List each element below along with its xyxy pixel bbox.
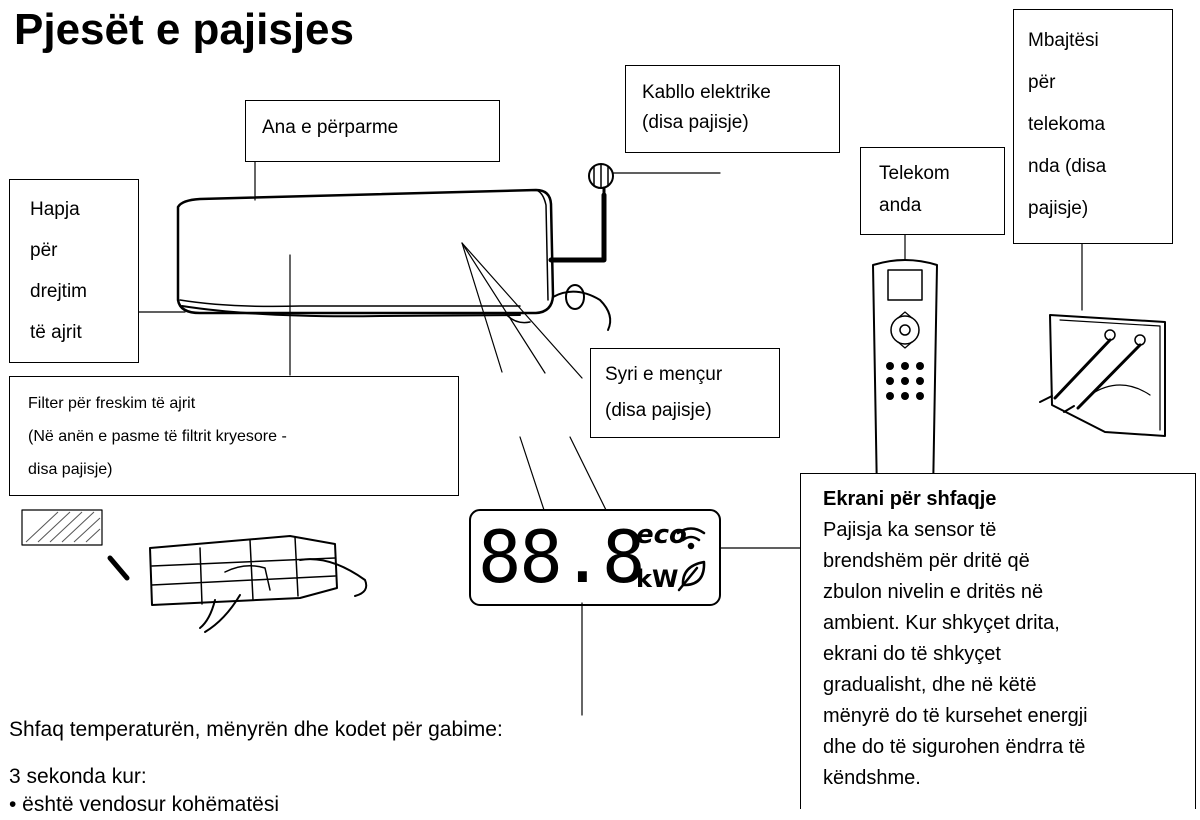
filter-hatch bbox=[25, 511, 101, 543]
remote-label: Telekom anda bbox=[860, 147, 1005, 235]
wifi-icon bbox=[676, 527, 706, 550]
page-title: Pjesët e pajisjes bbox=[14, 5, 354, 54]
display-description-box: Ekrani për shfaqje Pajisja ka sensor të … bbox=[800, 473, 1196, 809]
front-panel-label: Ana e përparme bbox=[245, 100, 500, 162]
display-heading: Ekrani për shfaqje bbox=[823, 488, 997, 510]
air-outlet-label: Hapja për drejtim të ajrit bbox=[9, 179, 139, 363]
leaf-icon bbox=[677, 560, 706, 592]
kw-label: kW bbox=[636, 565, 679, 593]
condition-caption: 3 sekonda kur: bbox=[9, 765, 147, 788]
remote-holder-label: Mbajtësi për telekoma nda (disa pajisje) bbox=[1013, 9, 1173, 244]
timer-bullet: • është vendosur kohëmatësi bbox=[9, 793, 280, 816]
leader-lines bbox=[39, 159, 1083, 716]
eco-label: eco bbox=[636, 520, 687, 550]
remote-buttons bbox=[886, 362, 924, 400]
filter-drawing bbox=[21, 509, 368, 633]
smart-eye-label: Syri e mençur (disa pajisje) bbox=[590, 348, 780, 438]
power-cable-label: Kabllo elektrike (disa pajisje) bbox=[625, 65, 840, 153]
lcd-display-frame bbox=[469, 509, 721, 606]
lcd-digits: 88.8 bbox=[478, 515, 645, 599]
remote-holder-drawing bbox=[1039, 314, 1166, 437]
filter-label: Filter për freskim të ajrit (Në anën e p… bbox=[9, 376, 459, 496]
indoor-unit-drawing bbox=[176, 163, 614, 331]
display-caption: Shfaq temperaturën, mënyrën dhe kodet pë… bbox=[9, 718, 503, 741]
